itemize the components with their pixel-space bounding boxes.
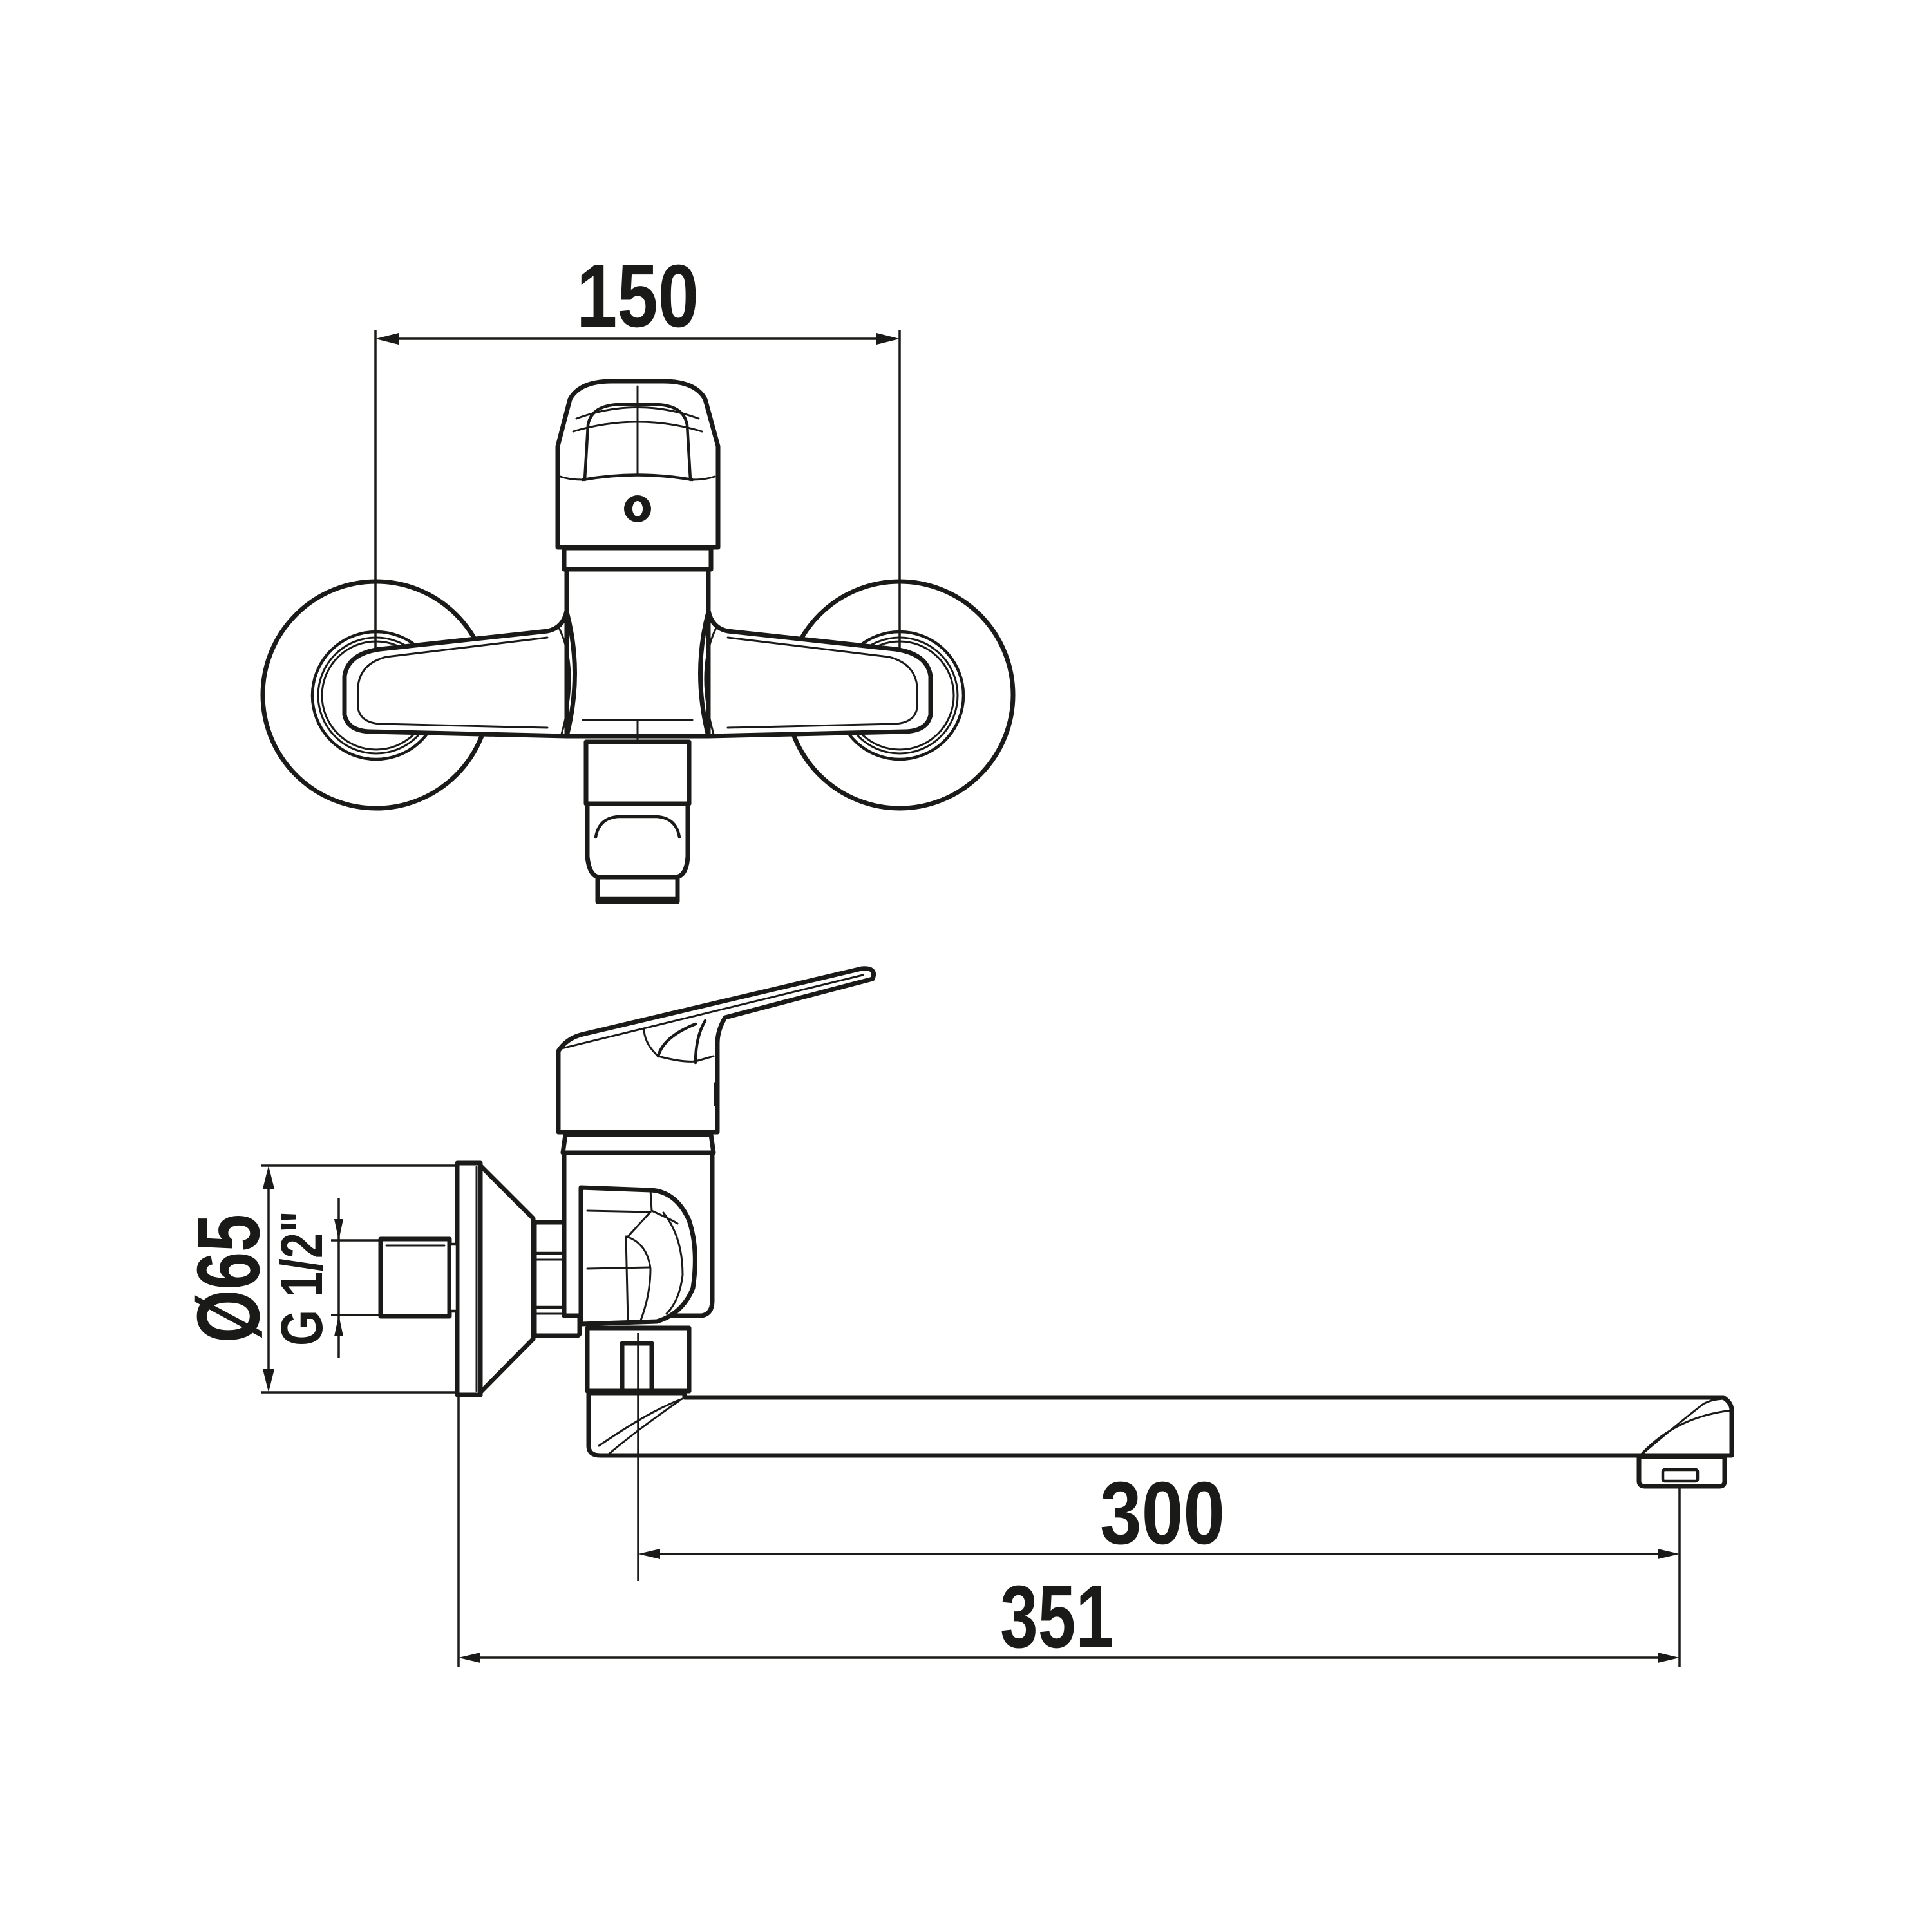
dimension-150: 150 <box>374 247 901 697</box>
pipe-stub <box>378 1236 459 1319</box>
mixer-body-top <box>562 545 714 742</box>
arrow-left-icon <box>459 1653 480 1663</box>
wall-rosette-side <box>455 1160 536 1397</box>
dimension-thread: G 1/2" <box>269 1198 381 1358</box>
arrow-right-icon <box>1658 1653 1680 1663</box>
swivel-spout <box>586 1390 1734 1458</box>
connector-arm-left <box>342 608 571 739</box>
spout-outlet-top <box>583 739 692 904</box>
dimension-label-diameter-65: Ø65 <box>179 1214 278 1343</box>
arrow-left-icon <box>375 333 399 345</box>
arrow-up-icon <box>334 1315 343 1336</box>
lever-handle-side <box>556 966 876 1135</box>
mixer-body-side <box>560 1132 716 1327</box>
arrow-right-icon <box>1658 1549 1680 1559</box>
arrow-down-icon <box>263 1369 274 1392</box>
top-view: 150 <box>260 247 1016 904</box>
dimension-label-300: 300 <box>1100 1464 1225 1563</box>
lever-handle-top <box>555 379 721 550</box>
dimension-300: 300 <box>638 1464 1680 1563</box>
side-view: Ø65 G 1/2" <box>179 966 1734 1667</box>
arrow-left-icon <box>638 1549 660 1559</box>
arrow-up-icon <box>263 1166 274 1189</box>
dimension-diameter-65: Ø65 <box>179 1164 459 1394</box>
dimension-label-150: 150 <box>576 247 699 346</box>
aerator <box>1636 1454 1727 1489</box>
dimension-351: 351 <box>459 1567 1680 1667</box>
arrow-right-icon <box>876 333 900 345</box>
arrow-down-icon <box>334 1219 343 1240</box>
dimension-label-351: 351 <box>1000 1567 1113 1667</box>
screw-icon <box>624 495 651 522</box>
dimension-label-thread: G 1/2" <box>269 1211 335 1346</box>
connector-arm-right <box>704 608 933 739</box>
